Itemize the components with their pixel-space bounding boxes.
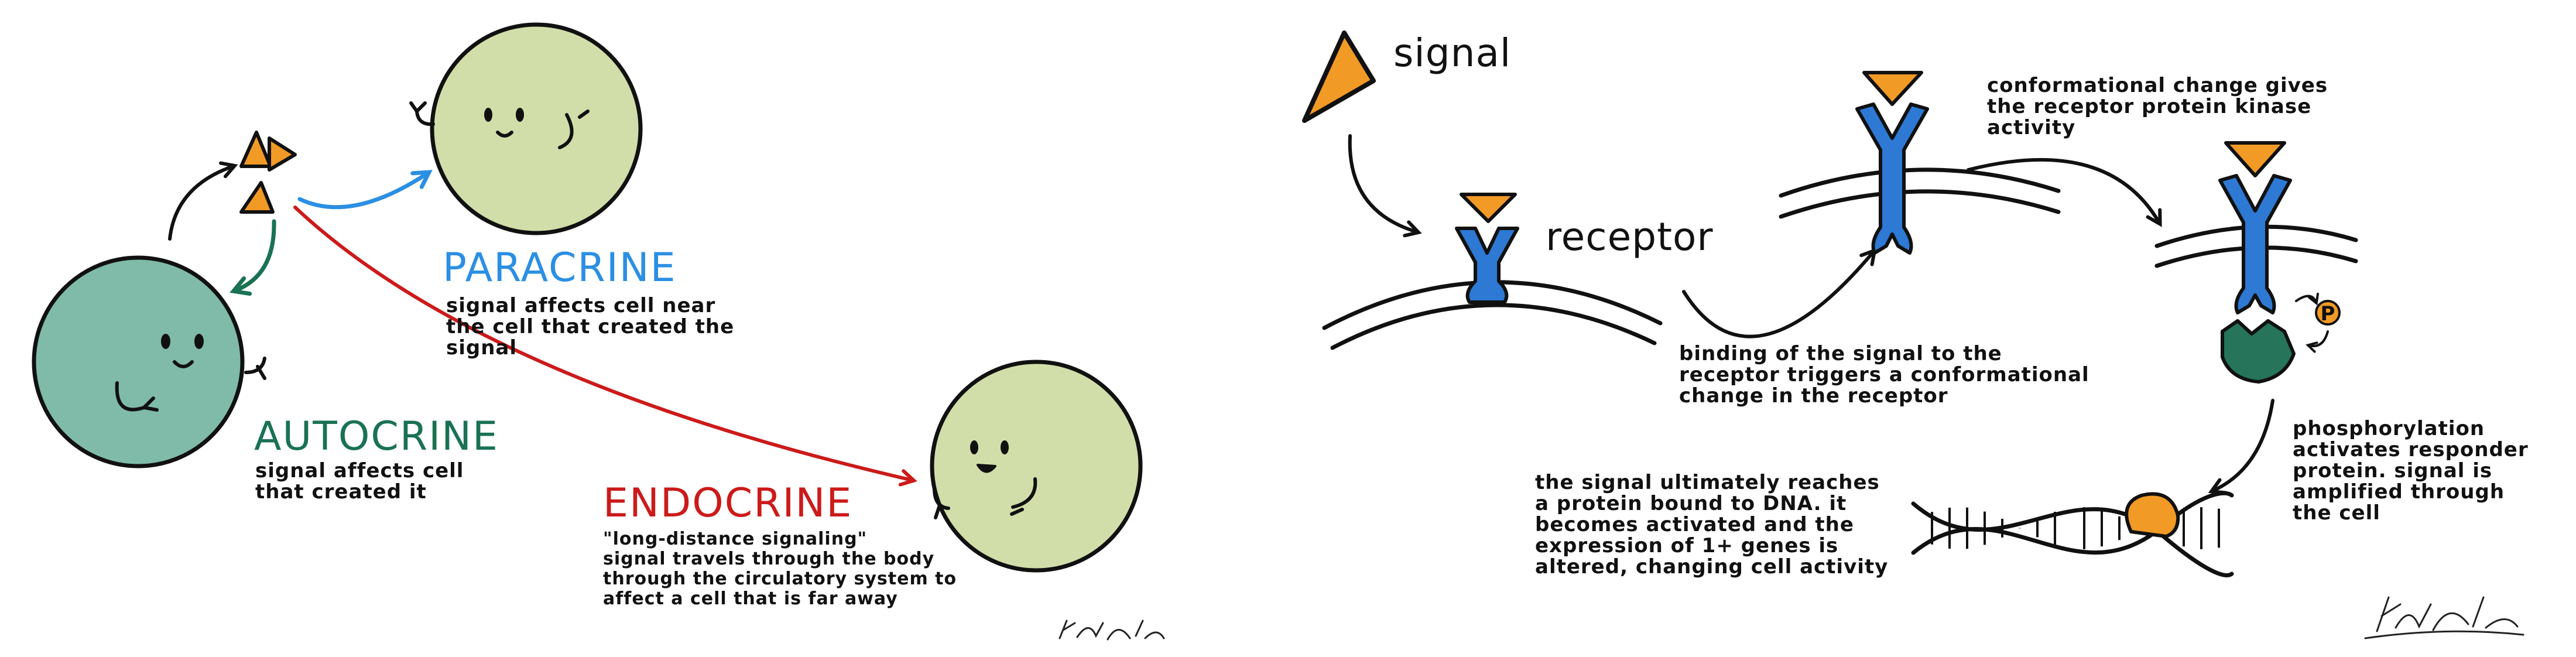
cell-arm xyxy=(409,101,435,126)
endocrine-arrow xyxy=(293,206,917,487)
autocrine-title: AUTOCRINE xyxy=(254,413,499,460)
signal-triangle xyxy=(268,136,297,172)
paracrine-cell xyxy=(409,22,643,235)
responder-protein xyxy=(2221,319,2296,384)
phospho-to-dna-arrow xyxy=(2208,399,2274,495)
endocrine-description: "long-distance signaling" signal travels… xyxy=(603,529,957,609)
binding-description: binding of the signal to the receptor tr… xyxy=(1679,342,2089,408)
signal-label: signal xyxy=(1393,30,1512,76)
receptor-protein xyxy=(1455,193,1519,304)
endocrine-title: ENDOCRINE xyxy=(603,480,853,526)
dna-description: the signal ultimately reaches a protein … xyxy=(1535,471,1889,579)
step2-to-step3-arrow xyxy=(1967,158,2162,227)
step1-to-step2-arrow xyxy=(1682,248,1877,338)
signal-triangle xyxy=(239,131,272,168)
cell-eye xyxy=(1001,440,1009,454)
endocrine-cell xyxy=(930,360,1143,573)
signature-right xyxy=(2364,596,2524,639)
bound-signal xyxy=(1862,71,1923,106)
signal-triangle-large xyxy=(1302,30,1376,123)
cell-eye xyxy=(516,108,524,122)
phosphorylation-description: phosphorylation activates responder prot… xyxy=(2293,417,2529,525)
cell-smile xyxy=(496,131,513,138)
dna-helix xyxy=(1911,491,2234,577)
release-arrow xyxy=(168,161,238,241)
paracrine-title: PARACRINE xyxy=(443,245,677,291)
cell-arm xyxy=(933,487,950,519)
bound-signal xyxy=(2224,141,2286,177)
receptor-label: receptor xyxy=(1546,214,1714,259)
conformational-description: conformational change gives the receptor… xyxy=(1987,74,2328,139)
cell-arm xyxy=(1010,477,1037,516)
autocrine-description: signal affects cell that created it xyxy=(255,459,464,504)
cell-eye xyxy=(161,334,170,349)
autocrine-arrow xyxy=(229,219,276,296)
signal-molecules xyxy=(239,131,297,214)
bound-signal xyxy=(1460,193,1517,223)
signal-to-receptor-arrow xyxy=(1348,134,1422,238)
cell-eye xyxy=(970,440,978,454)
cell-arm xyxy=(115,381,159,412)
signature-left xyxy=(1059,620,1165,641)
cell-eye xyxy=(194,334,204,349)
dna-binding-protein xyxy=(2125,492,2180,538)
autocrine-cell xyxy=(32,255,266,468)
paracrine-description: signal affects cell near the cell that c… xyxy=(446,294,735,360)
signal-triangle xyxy=(239,181,275,214)
phosphate-group: P xyxy=(2295,292,2341,353)
paracrine-arrow xyxy=(297,170,433,210)
cell-eye xyxy=(484,108,492,122)
receptor-kinase xyxy=(2218,141,2292,314)
cell-membrane xyxy=(1779,167,2061,219)
receptor-protein-activated xyxy=(1855,71,1929,255)
cell-smile xyxy=(173,360,194,368)
cell-arm xyxy=(244,357,266,380)
phosphate-label: P xyxy=(2321,302,2335,326)
cell-mouth xyxy=(977,464,996,473)
cell-arm xyxy=(558,110,590,149)
